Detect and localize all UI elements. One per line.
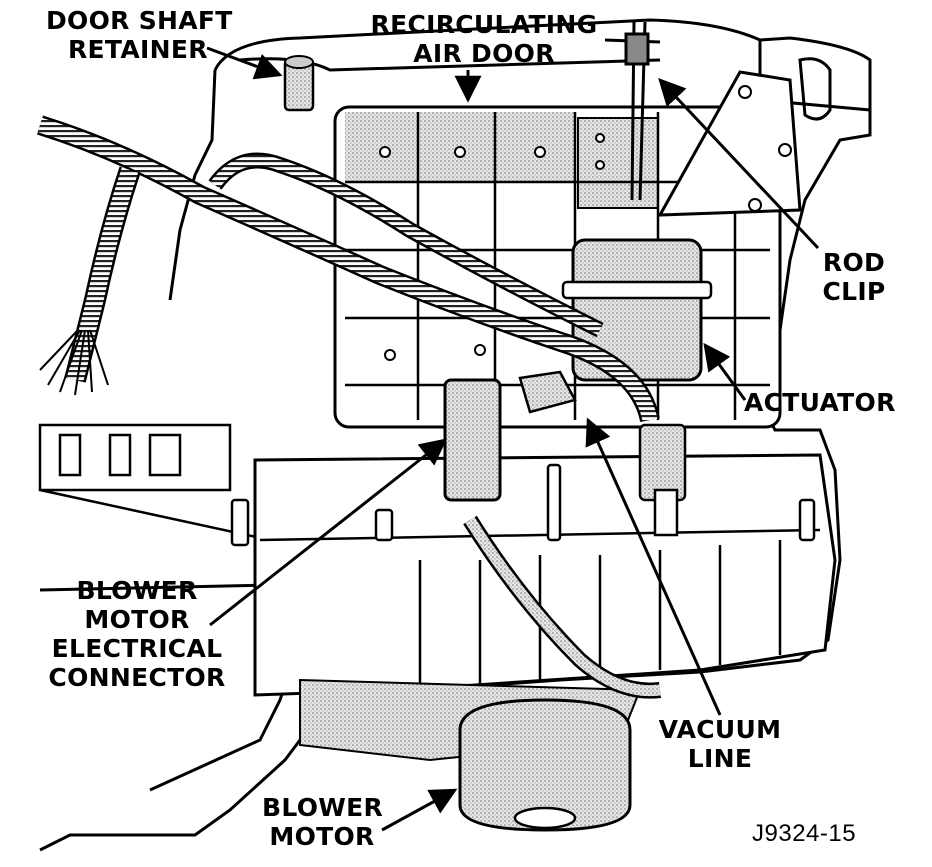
bmec-label-line-2: MOTOR bbox=[84, 605, 190, 634]
recirculating-air-door-label-line-2: AIR DOOR bbox=[413, 39, 555, 68]
vacuum-line-label-line-1: VACUUM bbox=[658, 715, 782, 744]
figure-id: J9324-15 bbox=[752, 820, 857, 847]
vacuum-line-label-line-2: LINE bbox=[687, 744, 753, 773]
actuator-connector bbox=[638, 423, 687, 537]
bmec-label-line-1: BLOWER bbox=[76, 576, 198, 605]
blower-motor-connector bbox=[443, 370, 577, 502]
blower-motor-label: BLOWER MOTOR bbox=[262, 793, 384, 851]
blower-motor-label-line-2: MOTOR bbox=[269, 822, 375, 851]
rod-clip-label-line-2: CLIP bbox=[822, 277, 886, 306]
mounting-studs bbox=[230, 463, 816, 547]
vacuum-line-label: VACUUM LINE bbox=[658, 715, 782, 773]
rod-clip-bracket bbox=[657, 70, 802, 217]
callout-leaders bbox=[206, 46, 820, 832]
recirculating-air-door-label-line-1: RECIRCULATING bbox=[370, 10, 598, 39]
rod-clip-leader bbox=[658, 78, 820, 250]
blower-motor-label-line-1: BLOWER bbox=[262, 793, 384, 822]
actuator bbox=[561, 238, 713, 382]
bmec-label-line-4: CONNECTOR bbox=[48, 663, 226, 692]
door-shaft-retainer-label: DOOR SHAFT RETAINER bbox=[46, 6, 233, 64]
actuator-label-text: ACTUATOR bbox=[744, 388, 896, 417]
wiring-harness bbox=[37, 115, 660, 423]
rod-clip-label: ROD CLIP bbox=[818, 248, 890, 306]
door-shaft-retainer bbox=[283, 55, 315, 112]
door-shaft-retainer-label-line-1: DOOR SHAFT bbox=[46, 6, 233, 35]
blower-motor-electrical-connector-label: BLOWER MOTOR ELECTRICAL CONNECTOR bbox=[44, 576, 230, 692]
door-shaft-retainer-leader bbox=[206, 46, 283, 80]
left-mounting-panel bbox=[38, 423, 271, 542]
door-rod bbox=[604, 21, 661, 201]
connector-leader bbox=[209, 438, 448, 627]
actuator-label: ACTUATOR bbox=[744, 388, 896, 417]
actuator-leader bbox=[703, 342, 747, 401]
blower-motor bbox=[458, 698, 632, 832]
door-shaft-retainer-label-line-2: RETAINER bbox=[68, 35, 208, 64]
recirculating-air-door-label: RECIRCULATING AIR DOOR bbox=[370, 10, 598, 68]
rod-clip-label-line-1: ROD bbox=[822, 248, 886, 277]
blower-motor-leader bbox=[381, 788, 458, 832]
vacuum-line bbox=[463, 515, 661, 699]
vacuum-line-leader bbox=[585, 417, 722, 716]
bmec-label-line-3: ELECTRICAL bbox=[51, 634, 223, 663]
